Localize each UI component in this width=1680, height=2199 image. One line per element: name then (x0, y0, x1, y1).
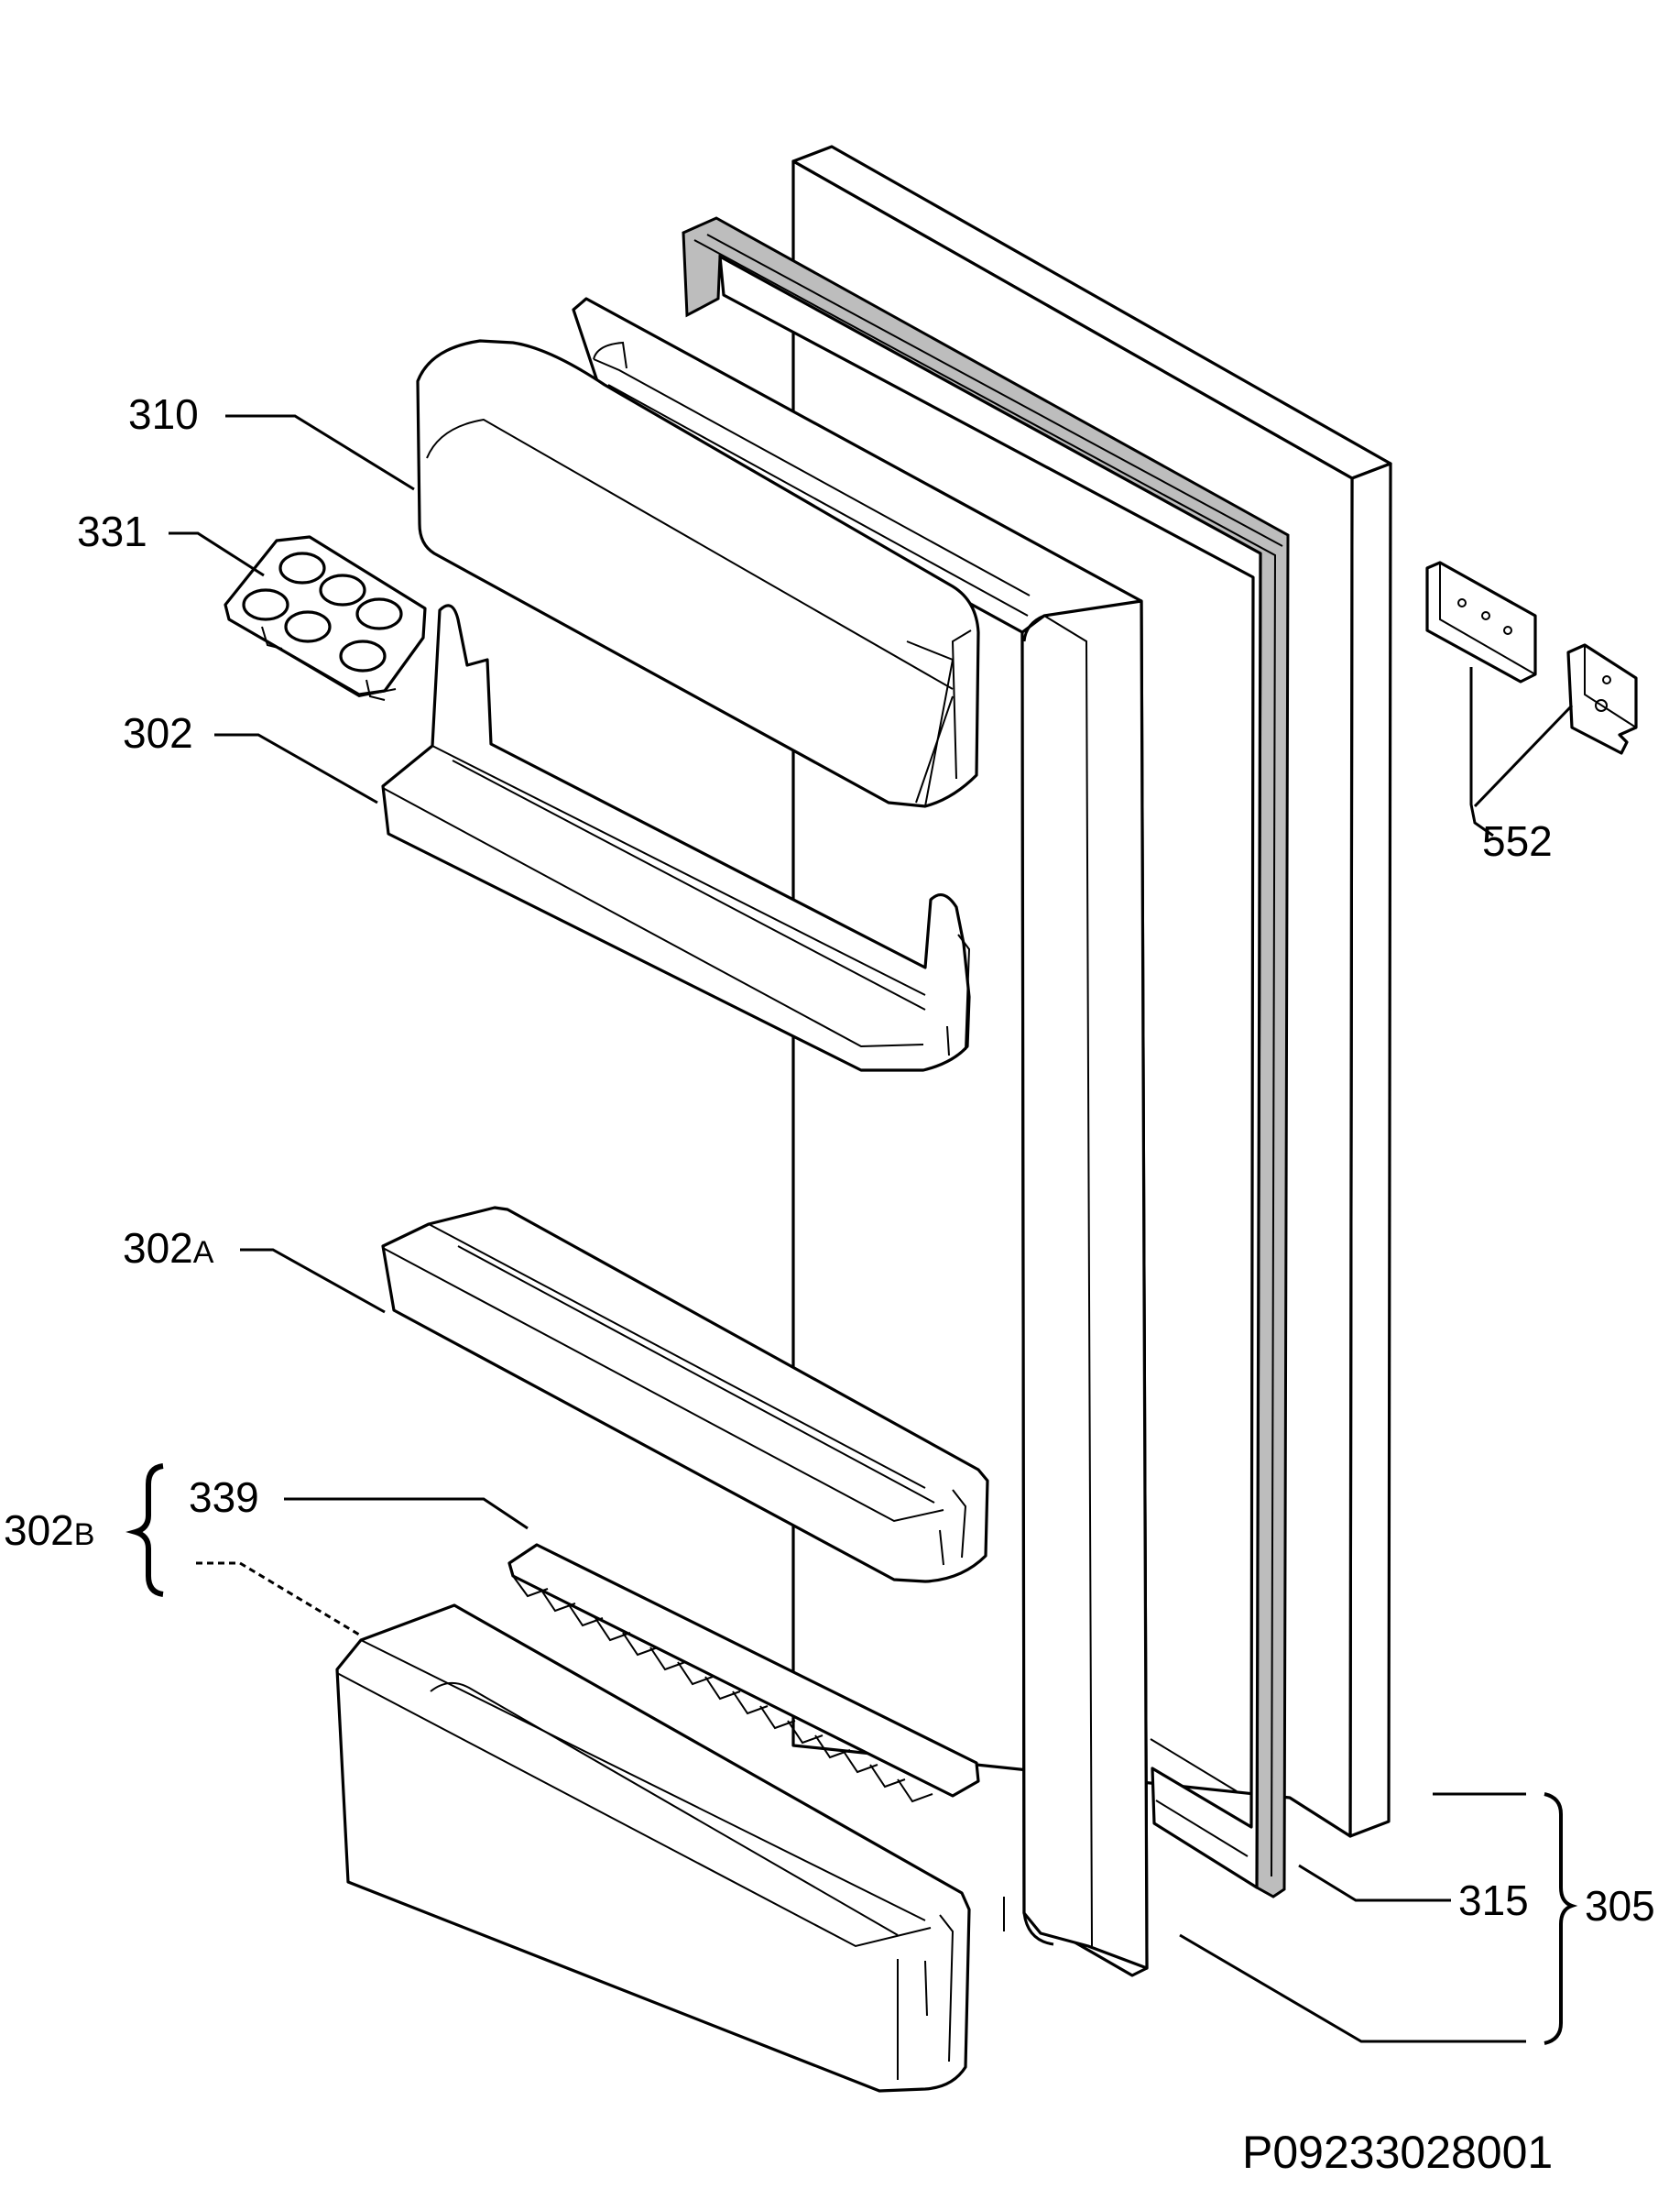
drawing-code: P09233028001 (1242, 2127, 1553, 2178)
bottle-door-shelf (335, 1603, 971, 2093)
egg-tray (224, 535, 427, 701)
label-339: 339 (189, 1473, 259, 1521)
dairy-compartment-lid (416, 339, 980, 808)
door-gasket (682, 216, 1290, 1898)
label-302: 302 (123, 709, 193, 757)
label-302A: 302A (123, 1224, 214, 1272)
label-331: 331 (77, 508, 147, 555)
label-315: 315 (1458, 1876, 1529, 1924)
brace-305 (1544, 1792, 1578, 2045)
brace-302B (125, 1463, 164, 1597)
inner-door-liner (572, 297, 1149, 1977)
label-310: 310 (128, 390, 199, 438)
upper-door-shelf (381, 604, 971, 1072)
label-302B: 302B (4, 1506, 94, 1554)
label-305: 305 (1585, 1882, 1655, 1930)
hinge-bracket-lower (1566, 643, 1638, 755)
bottle-retainer (507, 1543, 980, 1803)
middle-door-shelf (381, 1206, 989, 1583)
leader-lines (169, 414, 1574, 2043)
hinge-bracket-upper (1425, 561, 1537, 684)
label-552: 552 (1482, 817, 1553, 865)
